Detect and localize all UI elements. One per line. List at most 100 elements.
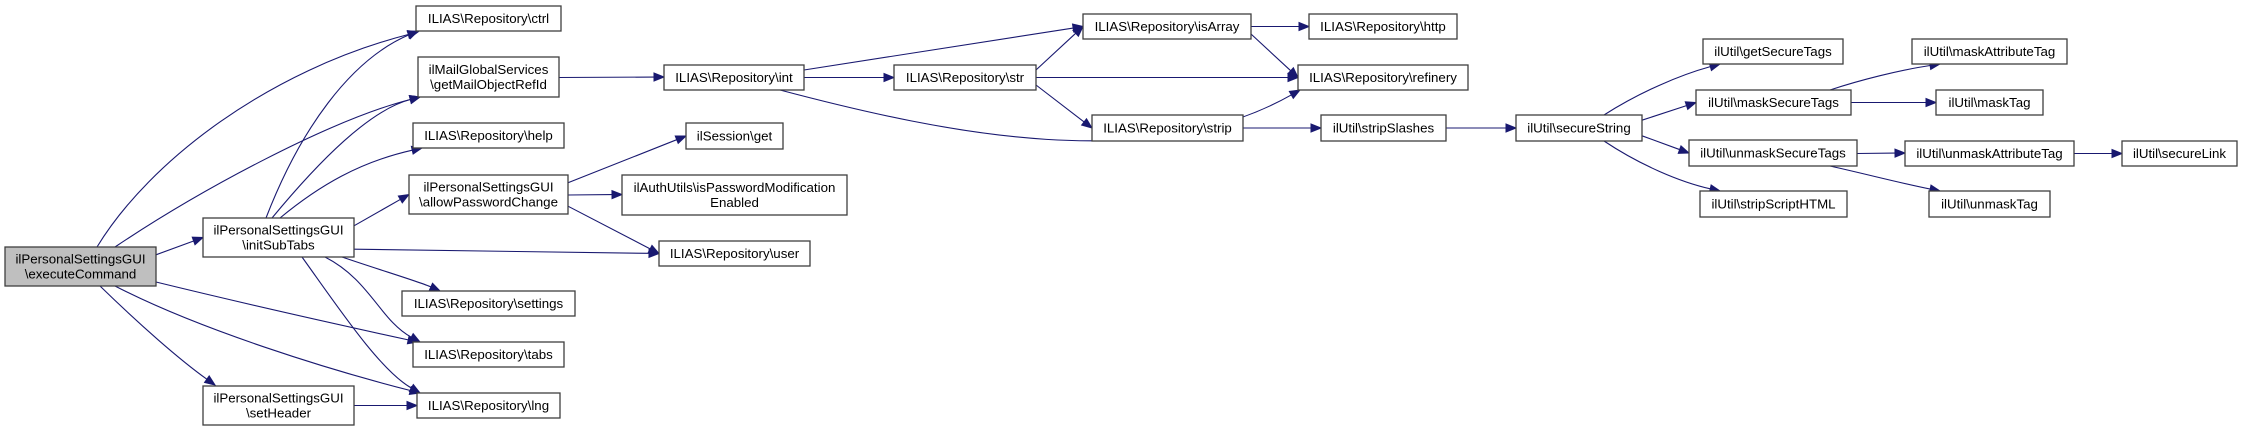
node-box[interactable] (1928, 190, 2051, 218)
arrowhead-icon (428, 282, 442, 292)
node-box[interactable] (416, 392, 561, 419)
node-initSubTabs[interactable]: ilPersonalSettingsGUI\initSubTabs (202, 217, 355, 258)
arrowhead-icon (653, 72, 666, 82)
arrowhead-icon (883, 72, 896, 83)
arrowhead-icon (1288, 89, 1302, 100)
node-maskAttributeTag[interactable]: ilUtil\maskAttributeTag (1911, 38, 2068, 65)
node-label: \initSubTabs (242, 238, 315, 253)
node-setHeader[interactable]: ilPersonalSettingsGUI\setHeader (202, 385, 355, 426)
node-getSecureTags[interactable]: ilUtil\getSecureTags (1702, 38, 1844, 65)
edge-allowPasswordChange-to-isPasswordModificationEnabled (567, 189, 624, 200)
node-box[interactable] (202, 385, 355, 426)
node-box[interactable] (1515, 114, 1643, 142)
edge-initSubTabs-to-settings (341, 256, 442, 292)
node-tabs[interactable]: ILIAS\Repository\tabs (412, 341, 565, 368)
node-box[interactable] (621, 174, 848, 216)
node-strip[interactable]: ILIAS\Repository\strip (1091, 114, 1244, 142)
node-lng[interactable]: ILIAS\Repository\lng (416, 392, 561, 419)
node-maskSecureTags[interactable]: ilUtil\maskSecureTags (1695, 89, 1852, 116)
node-box[interactable] (658, 240, 811, 267)
node-executeCommand[interactable]: ilPersonalSettingsGUI\executeCommand (4, 246, 157, 287)
node-box[interactable] (1082, 13, 1252, 40)
node-allowPasswordChange[interactable]: ilPersonalSettingsGUI\allowPasswordChang… (408, 174, 569, 215)
arrowhead-icon (406, 30, 420, 40)
node-isArray[interactable]: ILIAS\Repository\isArray (1082, 13, 1252, 40)
edge-line (96, 33, 409, 248)
node-isPasswordModificationEnabled[interactable]: ilAuthUtils\isPasswordModificationEnable… (621, 174, 848, 216)
arrowhead-icon (1080, 117, 1094, 129)
node-unmaskSecureTags[interactable]: ilUtil\unmaskSecureTags (1688, 139, 1858, 167)
node-box[interactable] (2121, 140, 2238, 167)
node-label: ilAuthUtils\isPasswordModification (634, 180, 836, 195)
node-box[interactable] (1935, 89, 2044, 116)
edge-line (155, 281, 409, 341)
node-unmaskTag[interactable]: ilUtil\unmaskTag (1928, 190, 2051, 218)
node-getMailObjectRefId[interactable]: ilMailGlobalServices\getMailObjectRefId (417, 56, 560, 98)
node-box[interactable] (1308, 13, 1458, 40)
arrowhead-icon (408, 383, 422, 394)
node-ctrl[interactable]: ILIAS\Repository\ctrl (415, 5, 562, 32)
edge-line (567, 205, 651, 250)
arrowhead-icon (1298, 21, 1311, 32)
node-help[interactable]: ILIAS\Repository\help (412, 122, 565, 149)
node-label: ilUtil\secureString (1527, 121, 1630, 136)
node-secureString[interactable]: ilUtil\secureString (1515, 114, 1643, 142)
node-sessionGet[interactable]: ilSession\get (685, 122, 784, 150)
node-secureLink[interactable]: ilUtil\secureLink (2121, 140, 2238, 167)
edge-line (1829, 165, 1931, 190)
node-box[interactable] (1688, 139, 1858, 167)
node-maskTag[interactable]: ilUtil\maskTag (1935, 89, 2044, 116)
node-label: ILIAS\Repository\settings (414, 296, 564, 311)
node-label: ILIAS\Repository\lng (428, 398, 549, 413)
node-label: ilUtil\getSecureTags (1714, 44, 1832, 59)
arrowhead-icon (1505, 123, 1518, 133)
arrowhead-icon (408, 95, 422, 105)
node-box[interactable] (1695, 89, 1852, 116)
node-refinery[interactable]: ILIAS\Repository\refinery (1297, 64, 1469, 91)
node-box[interactable] (1297, 64, 1469, 91)
node-settings[interactable]: ILIAS\Repository\settings (401, 290, 576, 317)
edge-initSubTabs-to-getMailObjectRefId (271, 95, 422, 219)
node-box[interactable] (1911, 38, 2068, 65)
node-box[interactable] (1699, 190, 1848, 218)
edge-isArray-to-refinery (1250, 33, 1299, 79)
node-unmaskAttributeTag[interactable]: ilUtil\unmaskAttributeTag (1904, 140, 2075, 167)
edge-secureString-to-unmaskSecureTags (1641, 135, 1691, 154)
node-str[interactable]: ILIAS\Repository\str (893, 64, 1037, 91)
node-box[interactable] (1091, 114, 1244, 142)
node-box[interactable] (417, 56, 560, 98)
node-stripScriptHTML[interactable]: ilUtil\stripScriptHTML (1699, 190, 1848, 218)
node-box[interactable] (412, 341, 565, 368)
node-user[interactable]: ILIAS\Repository\user (658, 240, 811, 267)
node-box[interactable] (1904, 140, 2075, 167)
node-box[interactable] (202, 217, 355, 258)
node-box[interactable] (401, 290, 576, 317)
edge-line (99, 285, 208, 380)
node-label: ilUtil\stripSlashes (1333, 121, 1435, 136)
node-label: ilUtil\maskTag (1948, 95, 2030, 110)
edge-allowPasswordChange-to-sessionGet (567, 135, 688, 184)
node-box[interactable] (1320, 114, 1447, 142)
node-box[interactable] (685, 122, 784, 150)
node-stripSlashes[interactable]: ilUtil\stripSlashes (1320, 114, 1447, 142)
node-int[interactable]: ILIAS\Repository\int (663, 64, 805, 91)
edge-initSubTabs-to-allowPasswordChange (353, 193, 411, 227)
node-box[interactable] (415, 5, 562, 32)
node-label: ILIAS\Repository\ctrl (428, 11, 549, 26)
node-box[interactable] (408, 174, 569, 215)
edge-line (1829, 64, 1931, 91)
edge-allowPasswordChange-to-user (567, 205, 661, 255)
node-label: ILIAS\Repository\help (424, 128, 553, 143)
node-box[interactable] (663, 64, 805, 91)
node-box[interactable] (1702, 38, 1844, 65)
arrowhead-icon (203, 375, 217, 386)
edge-line (353, 198, 401, 227)
node-http[interactable]: ILIAS\Repository\http (1308, 13, 1458, 40)
node-box[interactable] (412, 122, 565, 149)
node-box[interactable] (4, 246, 157, 287)
edge-line (567, 139, 677, 184)
arrowhead-icon (1072, 25, 1084, 38)
node-box[interactable] (893, 64, 1037, 91)
edge-executeCommand-to-setHeader (99, 285, 217, 386)
arrowhead-icon (397, 193, 411, 204)
